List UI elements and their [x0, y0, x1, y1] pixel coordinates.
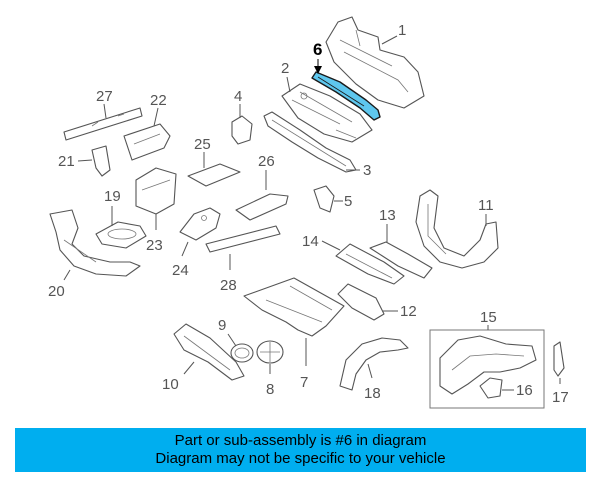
callout-26-label: 26	[258, 153, 275, 170]
callout-26: 26	[258, 153, 275, 190]
callout-2-label: 2	[281, 60, 289, 77]
callout-22: 22	[150, 92, 167, 127]
callout-15-label: 15	[480, 309, 497, 326]
callout-1: 1	[381, 22, 406, 45]
callout-20: 20	[48, 269, 71, 300]
banner-line-2: Diagram may not be specific to your vehi…	[155, 450, 446, 467]
part-4[interactable]	[231, 115, 253, 145]
callout-17-label: 17	[552, 389, 569, 406]
callout-13: 13	[379, 207, 396, 242]
callout-13-label: 13	[379, 207, 396, 224]
callout-9-label: 9	[218, 317, 226, 334]
callout-3-label: 3	[363, 162, 371, 179]
callout-14: 14	[302, 233, 341, 251]
callout-16: 16	[502, 382, 533, 399]
callout-17: 17	[552, 378, 569, 406]
callout-24: 24	[172, 241, 189, 279]
part-12[interactable]	[337, 283, 385, 321]
part-28[interactable]	[205, 225, 281, 253]
callout-11-label: 11	[478, 197, 494, 214]
part-18[interactable]	[339, 337, 409, 391]
callout-1-label: 1	[398, 22, 406, 39]
part-26[interactable]	[235, 193, 289, 221]
callout-15: 15	[480, 309, 497, 330]
callout-12: 12	[382, 303, 417, 320]
callout-28-label: 28	[220, 277, 237, 294]
callout-21-label: 21	[58, 153, 75, 170]
part-9[interactable]	[230, 343, 254, 363]
part-8[interactable]	[256, 340, 284, 364]
exploded-parts-diagram: 1 6 2 3 4 5	[48, 16, 569, 409]
callout-25: 25	[194, 136, 211, 168]
part-20[interactable]	[49, 209, 141, 277]
part-27[interactable]	[63, 107, 143, 141]
callout-8-label: 8	[266, 381, 274, 398]
part-22[interactable]	[123, 123, 171, 161]
banner-line-1: Part or sub-assembly is #6 in diagram	[174, 432, 427, 449]
callout-4-label: 4	[234, 88, 242, 105]
callout-24-label: 24	[172, 262, 189, 279]
part-19[interactable]	[95, 221, 147, 249]
part-1[interactable]	[325, 16, 425, 109]
info-banner: Part or sub-assembly is #6 in diagram Di…	[15, 428, 586, 472]
callout-18-label: 18	[364, 385, 381, 402]
part-25[interactable]	[187, 163, 241, 187]
callout-5: 5	[334, 193, 352, 210]
part-13[interactable]	[369, 241, 433, 279]
callout-23: 23	[146, 214, 163, 254]
callout-14-label: 14	[302, 233, 319, 250]
callout-7: 7	[300, 338, 308, 391]
callout-27: 27	[96, 88, 113, 119]
callout-27-label: 27	[96, 88, 113, 105]
part-14[interactable]	[335, 243, 405, 285]
callout-19-label: 19	[104, 188, 121, 205]
callout-20-label: 20	[48, 283, 65, 300]
callout-19: 19	[104, 188, 121, 226]
callout-6-label: 6	[313, 40, 322, 59]
callout-9: 9	[218, 317, 237, 347]
callout-4: 4	[234, 88, 242, 118]
part-7[interactable]	[243, 277, 345, 337]
callout-5-label: 5	[344, 193, 352, 210]
callout-21: 21	[58, 153, 93, 170]
callout-2: 2	[281, 60, 291, 93]
callout-25-label: 25	[194, 136, 211, 153]
part-11[interactable]	[415, 189, 499, 269]
callout-7-label: 7	[300, 374, 308, 391]
callout-23-label: 23	[146, 237, 163, 254]
callout-11: 11	[478, 197, 494, 226]
callout-3: 3	[346, 162, 371, 179]
part-2[interactable]	[281, 83, 373, 143]
arrow-icon	[314, 66, 322, 74]
callout-10-label: 10	[162, 376, 179, 393]
part-10[interactable]	[173, 323, 245, 381]
callout-6: 6	[313, 40, 322, 74]
callout-16-label: 16	[516, 382, 533, 399]
part-23[interactable]	[135, 167, 177, 215]
callout-8: 8	[266, 364, 274, 398]
part-17[interactable]	[553, 341, 565, 377]
part-24[interactable]	[179, 207, 221, 241]
part-5[interactable]	[313, 185, 335, 213]
part-6[interactable]	[311, 71, 381, 121]
callout-28: 28	[220, 254, 237, 294]
callout-12-label: 12	[400, 303, 417, 320]
part-21[interactable]	[91, 145, 111, 177]
callout-10: 10	[162, 361, 195, 393]
part-16[interactable]	[479, 377, 503, 399]
callout-22-label: 22	[150, 92, 167, 109]
callout-18: 18	[364, 363, 381, 402]
